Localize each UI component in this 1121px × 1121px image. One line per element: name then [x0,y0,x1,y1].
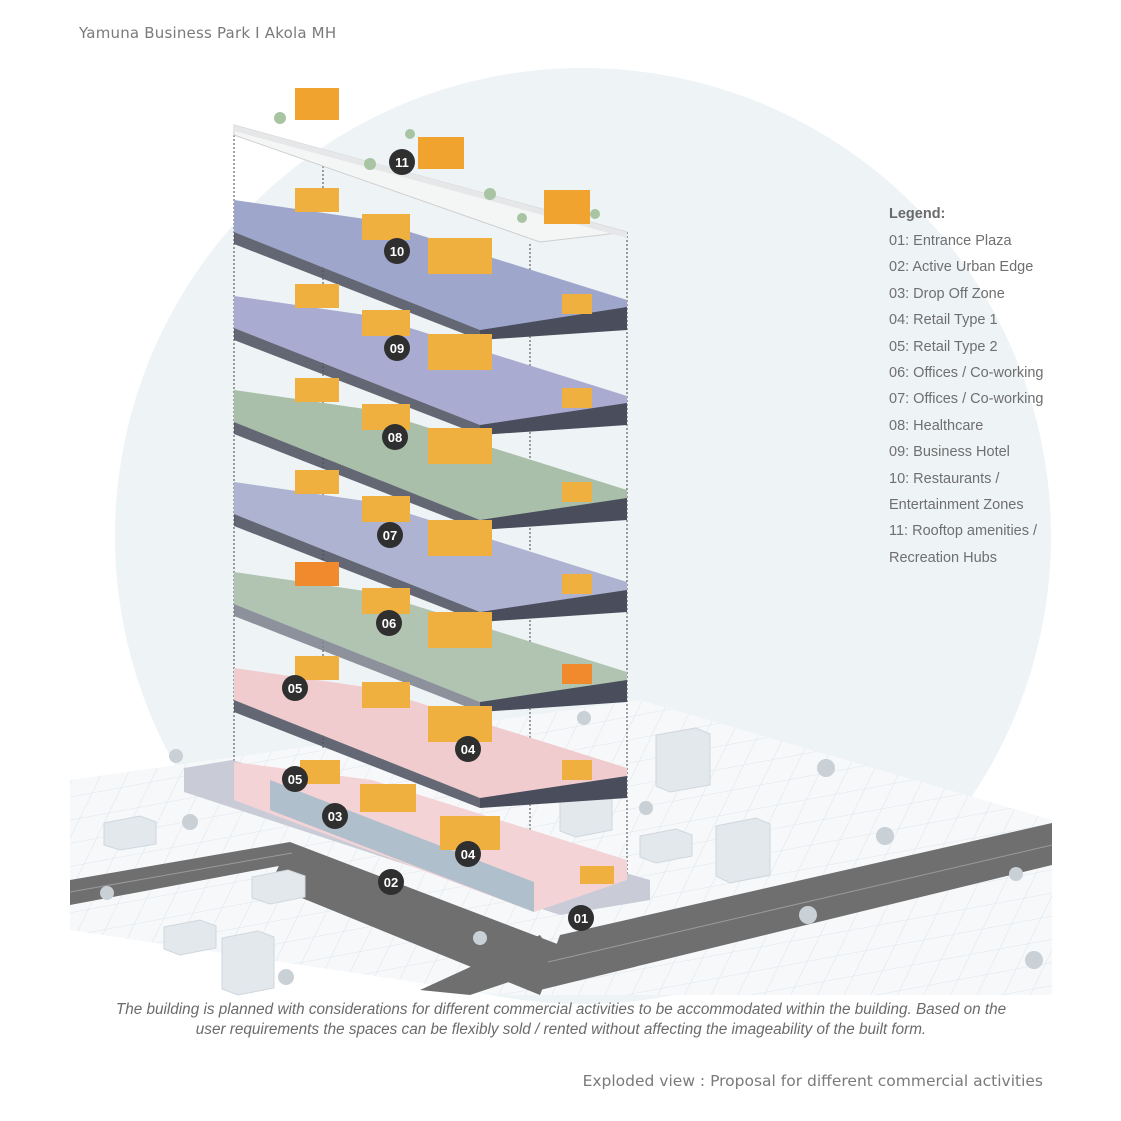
legend-item: Entertainment Zones [889,497,1024,514]
svg-text:05: 05 [288,772,302,787]
legend-item: Recreation Hubs [889,549,997,566]
marker-03: 03 [322,803,348,829]
floor-08 [234,378,627,530]
legend-item: 01: Entrance Plaza [889,233,1012,249]
svg-text:08: 08 [388,430,402,445]
marker-04-ground: 04 [455,841,481,867]
marker-02: 02 [378,869,404,895]
marker-08: 08 [382,424,408,450]
svg-text:06: 06 [382,616,396,631]
svg-text:05: 05 [288,681,302,696]
roads [69,823,1053,995]
marker-07: 07 [377,522,403,548]
view-caption: Exploded view : Proposal for different c… [582,1072,1043,1090]
project-title: Yamuna Business Park I Akola MH [79,24,337,42]
svg-text:03: 03 [328,809,342,824]
legend-item: 07: Offices / Co-working [889,391,1044,408]
legend-heading: Legend: [889,206,946,222]
caption-line-2: user requirements the spaces can be flex… [195,1021,927,1038]
marker-05-upper: 05 [282,675,308,701]
ground-floor [184,760,650,915]
svg-text:04: 04 [461,847,476,862]
svg-text:09: 09 [390,341,404,356]
legend-item: 04: Retail Type 1 [889,312,998,329]
marker-09: 09 [384,335,410,361]
legend-item: 08: Healthcare [889,417,984,434]
floor-10 [234,188,627,340]
marker-11: 11 [389,149,415,175]
marker-05-ground: 05 [282,766,308,792]
legend-item: 02: Active Urban Edge [889,259,1034,276]
caption-line-1: The building is planned with considerati… [115,1001,1007,1018]
marker-01: 01 [568,905,594,931]
legend-item: 05: Retail Type 2 [889,338,998,355]
context-buildings [103,727,771,996]
svg-text:04: 04 [461,742,476,757]
svg-text:01: 01 [574,911,588,926]
caption: The building is planned with considerati… [80,1000,1042,1040]
marker-04-upper: 04 [455,736,481,762]
svg-text:02: 02 [384,875,398,890]
floor-07 [234,470,627,622]
legend: Legend: 01: Entrance Plaza 02: Active Ur… [889,206,1043,571]
svg-text:10: 10 [390,244,404,259]
svg-text:07: 07 [383,528,397,543]
floor-06 [234,562,627,712]
legend-item: 10: Restaurants / [889,470,1000,487]
legend-item: 06: Offices / Co-working [889,365,1044,382]
legend-item: 11: Rooftop amenities / [889,523,1038,540]
floor-09 [234,284,627,435]
svg-text:11: 11 [395,155,409,170]
legend-item: 03: Drop Off Zone [889,285,1005,302]
trees [100,711,1043,985]
floor-05-04 [234,656,627,808]
legend-item: 09: Business Hotel [889,444,1010,461]
marker-06: 06 [376,610,402,636]
marker-10: 10 [384,238,410,264]
rooftop-level [233,88,628,243]
